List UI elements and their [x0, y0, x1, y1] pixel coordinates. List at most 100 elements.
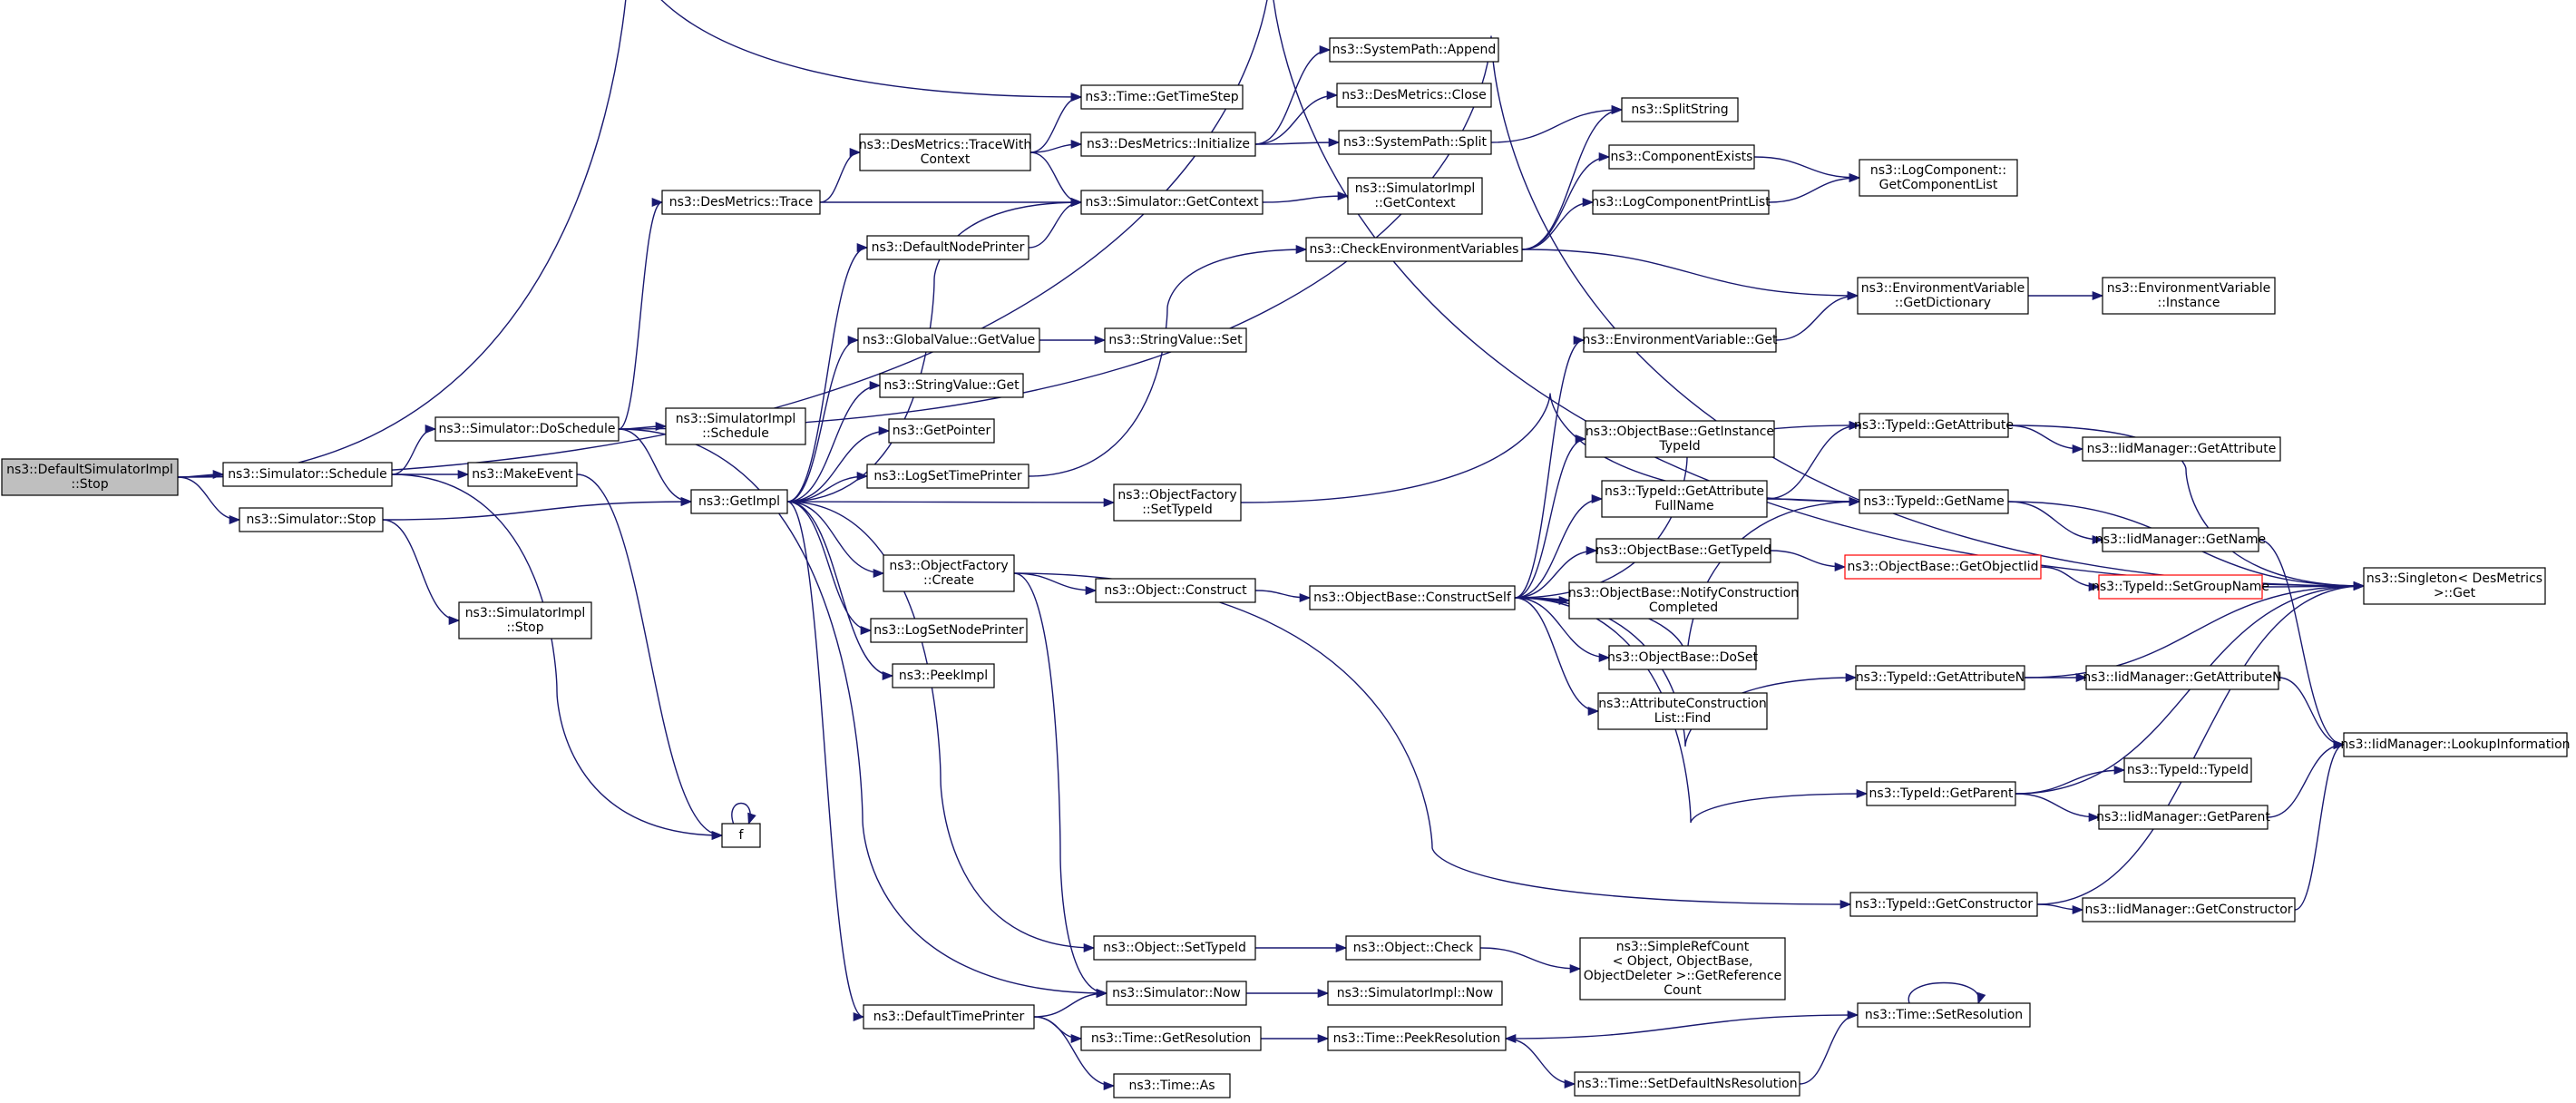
node-label: ns3::LogSetNodePrinter — [873, 623, 1024, 638]
node-iidlookup[interactable]: ns3::IidManager::LookupInformation — [2340, 732, 2571, 757]
node-box — [2098, 574, 2263, 600]
node-tidgetattrn[interactable]: ns3::TypeId::GetAttributeN — [1855, 665, 2025, 690]
node-label: ::SetTypeId — [1142, 503, 1213, 517]
node-simstop[interactable]: ns3::Simulator::Stop — [239, 507, 384, 532]
node-simnow[interactable]: ns3::Simulator::Now — [1106, 981, 1247, 1006]
node-box — [1849, 892, 2038, 917]
node-iidgetconstructor[interactable]: ns3::IidManager::GetConstructor — [2082, 897, 2296, 922]
node-checkenv[interactable]: ns3::CheckEnvironmentVariables — [1305, 237, 1523, 262]
node-logcompprint[interactable]: ns3::LogComponentPrintList — [1591, 190, 1771, 215]
node-simimplstop[interactable]: ns3::SimulatorImpl::Stop — [458, 601, 592, 639]
node-splitstring[interactable]: ns3::SplitString — [1621, 97, 1739, 122]
node-simimplschedule[interactable]: ns3::SimulatorImpl::Schedule — [665, 407, 806, 445]
call-edge-dminit-to-dmclose — [1254, 90, 1339, 145]
node-setdefns[interactable]: ns3::Time::SetDefaultNsResolution — [1574, 1071, 1800, 1097]
node-dminit[interactable]: ns3::DesMetrics::Initialize — [1080, 132, 1256, 157]
node-timepeekres[interactable]: ns3::Time::PeekResolution — [1327, 1026, 1507, 1051]
node-ofsettypeid[interactable]: ns3::ObjectFactory::SetTypeId — [1113, 483, 1242, 522]
node-tidsetgroup[interactable]: ns3::TypeId::SetGroupName — [2092, 574, 2269, 600]
node-obgettypeid[interactable]: ns3::ObjectBase::GetTypeId — [1595, 538, 1771, 563]
node-envget[interactable]: ns3::EnvironmentVariable::Get — [1583, 327, 1778, 353]
node-obnotify[interactable]: ns3::ObjectBase::NotifyConstructionCompl… — [1568, 581, 1799, 620]
node-box — [239, 507, 384, 532]
node-label: ns3::ObjectBase::GetInstance — [1586, 425, 1774, 439]
node-label: ns3::ObjectBase::GetObjectIid — [1847, 560, 2038, 574]
node-logsettime[interactable]: ns3::LogSetTimePrinter — [866, 464, 1029, 489]
node-objsettypeid[interactable]: ns3::Object::SetTypeId — [1093, 935, 1256, 961]
node-tidgetattr[interactable]: ns3::TypeId::GetAttribute — [1854, 413, 2014, 438]
node-timegetres[interactable]: ns3::Time::GetResolution — [1080, 1026, 1262, 1051]
node-box — [661, 190, 821, 215]
node-spappend[interactable]: ns3::SystemPath::Append — [1329, 37, 1499, 63]
node-compexists[interactable]: ns3::ComponentExists — [1608, 144, 1755, 170]
call-edge-ofcreate-to-tidgetconstructor — [1013, 572, 1852, 910]
node-box — [1844, 554, 2042, 580]
node-box — [863, 1004, 1035, 1030]
node-label: ns3::GetPointer — [893, 424, 991, 438]
node-simimplgetctx[interactable]: ns3::SimulatorImpl::GetContext — [1347, 177, 1483, 215]
node-tidgetconstructor[interactable]: ns3::TypeId::GetConstructor — [1849, 892, 2038, 917]
node-tidgetparent[interactable]: ns3::TypeId::GetParent — [1866, 781, 2016, 806]
node-defnodeprinter[interactable]: ns3::DefaultNodePrinter — [866, 235, 1029, 260]
node-deftimeprinter[interactable]: ns3::DefaultTimePrinter — [863, 1004, 1035, 1030]
node-ofcreate[interactable]: ns3::ObjectFactory::Create — [883, 554, 1015, 592]
node-box — [1583, 327, 1777, 353]
node-root[interactable]: ns3::DefaultSimulatorImpl::Stop — [1, 458, 179, 496]
node-box — [892, 663, 995, 688]
node-getimpl[interactable]: ns3::GetImpl — [690, 489, 788, 514]
call-edge-obconstructself-to-attrconstfind — [1514, 597, 1600, 717]
node-gvgetvalue[interactable]: ns3::GlobalValue::GetValue — [857, 327, 1040, 353]
node-simimplnow[interactable]: ns3::SimulatorImpl::Now — [1327, 981, 1503, 1006]
node-envgetdict[interactable]: ns3::EnvironmentVariable::GetDictionary — [1857, 277, 2029, 315]
node-schedule[interactable]: ns3::Simulator::Schedule — [222, 462, 393, 487]
call-edge-makeevent-to-f — [576, 473, 724, 840]
node-makeevent[interactable]: ns3::MakeEvent — [467, 462, 578, 487]
node-box — [1857, 277, 2029, 315]
node-label: ::Create — [923, 573, 974, 588]
node-doschedule[interactable]: ns3::Simulator::DoSchedule — [434, 416, 620, 442]
node-box — [1080, 132, 1256, 157]
node-peekimpl[interactable]: ns3::PeekImpl — [892, 663, 995, 688]
node-singletonget[interactable]: ns3::Singleton< DesMetrics >::Get — [2363, 567, 2546, 605]
node-simgetctx[interactable]: ns3::Simulator::GetContext — [1080, 190, 1264, 215]
node-refcount[interactable]: ns3::SimpleRefCount< Object, ObjectBase,… — [1579, 937, 1786, 1001]
node-objconstruct[interactable]: ns3::Object::Construct — [1095, 578, 1256, 603]
node-envinstance[interactable]: ns3::EnvironmentVariable::Instance — [2102, 277, 2276, 315]
node-label: ::Instance — [2158, 296, 2220, 310]
node-gettimestep[interactable]: ns3::Time::GetTimeStep — [1080, 84, 1244, 110]
node-timeas[interactable]: ns3::Time::As — [1113, 1073, 1231, 1098]
node-strvset[interactable]: ns3::StringValue::Set — [1104, 327, 1247, 353]
node-getpointer[interactable]: ns3::GetPointer — [888, 418, 995, 444]
node-box — [690, 489, 788, 514]
node-iidgetname[interactable]: ns3::IidManager::GetName — [2095, 527, 2266, 552]
node-label: ns3::PeekImpl — [899, 669, 988, 683]
node-label: ns3::ComponentExists — [1611, 150, 1753, 164]
node-tidtypeid[interactable]: ns3::TypeId::TypeId — [2123, 757, 2252, 783]
node-iidgetattrn[interactable]: ns3::IidManager::GetAttributeN — [2083, 665, 2282, 690]
node-label: ns3::Object::Check — [1353, 941, 1474, 955]
node-dmclose[interactable]: ns3::DesMetrics::Close — [1336, 83, 1492, 108]
node-label: ns3::Time::PeekResolution — [1333, 1031, 1501, 1046]
node-timesetres[interactable]: ns3::Time::SetResolution — [1857, 1002, 2031, 1028]
node-logsetnode[interactable]: ns3::LogSetNodePrinter — [870, 618, 1028, 643]
node-obgetobjtid[interactable]: ns3::ObjectBase::GetObjectIid — [1844, 554, 2042, 580]
node-label: ns3::StringValue::Get — [883, 378, 1020, 393]
node-obconstructself[interactable]: ns3::ObjectBase::ConstructSelf — [1309, 585, 1516, 610]
node-desmtrace[interactable]: ns3::DesMetrics::Trace — [661, 190, 821, 215]
node-iidgetattr[interactable]: ns3::IidManager::GetAttribute — [2082, 436, 2281, 462]
node-f[interactable]: f — [721, 823, 761, 848]
node-objcheck[interactable]: ns3::Object::Check — [1345, 935, 1481, 961]
node-tidgetname[interactable]: ns3::TypeId::GetName — [1859, 489, 2009, 514]
node-logcompgetlist[interactable]: ns3::LogComponent::GetComponentList — [1859, 159, 2018, 197]
call-edge-obconstructself-to-obgetinst — [1514, 434, 1587, 599]
node-iidgetparent[interactable]: ns3::IidManager::GetParent — [2096, 805, 2270, 830]
node-spsplit[interactable]: ns3::SystemPath::Split — [1338, 130, 1492, 155]
node-label: ns3::ObjectBase::NotifyConstruction — [1568, 586, 1799, 600]
node-label: ns3::Time::GetTimeStep — [1085, 90, 1238, 104]
node-strvget[interactable]: ns3::StringValue::Get — [879, 373, 1024, 398]
node-obdoset[interactable]: ns3::ObjectBase::DoSet — [1607, 645, 1758, 670]
